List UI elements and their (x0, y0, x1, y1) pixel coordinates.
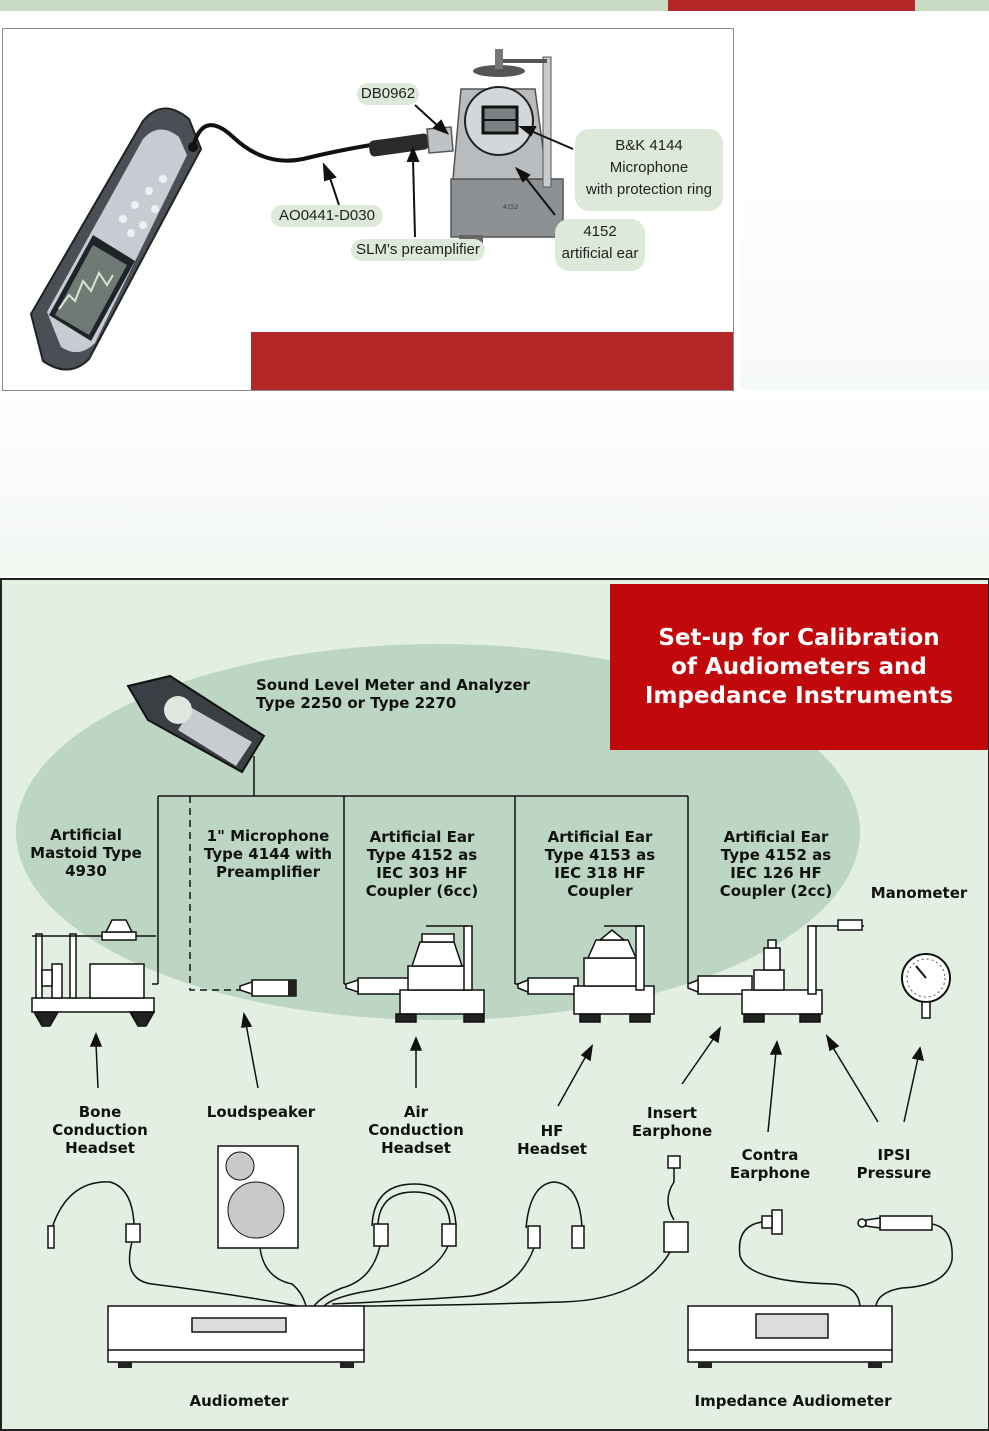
manometer-label: Manometer (870, 884, 968, 902)
cable-connector (188, 142, 198, 152)
air-conduction-headset-illustration (313, 1183, 457, 1307)
microphone-preamp-illustration (239, 979, 297, 997)
setup-diagram-panel: Set-up for Calibration of Audiometers an… (0, 578, 989, 1431)
cable-line (191, 123, 372, 163)
slm-device-illustration (126, 674, 266, 796)
microphone-label: 1" Microphone Type 4144 with Preamplifie… (203, 827, 333, 881)
microphone-dashed-line (189, 796, 248, 991)
artificial-ear-illustration (450, 49, 564, 249)
contra-earphone-label: Contra Earphone (729, 1146, 811, 1182)
insert-earphone-label: Insert Earphone (631, 1104, 713, 1140)
photo-caption-band (251, 332, 733, 390)
callout-adaptor: DB0962 (357, 83, 419, 105)
ear-126-label: Artificial Ear Type 4152 as IEC 126 HF C… (719, 828, 833, 900)
hf-headset-label: HF Headset (517, 1122, 587, 1158)
impedance-audiometer-label: Impedance Audiometer (694, 1392, 892, 1410)
loudspeaker-illustration (217, 1145, 307, 1307)
ipsi-probe-illustration (857, 1215, 953, 1307)
artificial-ear-126-illustration (687, 919, 864, 1023)
impedance-audiometer-illustration (687, 1305, 893, 1368)
callout-artificial-ear: 4152 artificial ear (555, 219, 645, 271)
slm-label: Sound Level Meter and Analyzer Type 2250… (256, 676, 530, 712)
callout-preamplifier: SLM's preamplifier (351, 239, 485, 261)
artificial-ear-318-illustration (517, 925, 655, 1023)
pointer-arrows (89, 1011, 925, 1133)
artificial-mastoid-illustration (31, 919, 156, 1027)
photo-illustration: 4152 (29, 49, 574, 371)
insert-earphone-illustration (341, 1155, 689, 1307)
artificial-ear-303-illustration (345, 925, 485, 1023)
background-fade-lower (0, 390, 989, 576)
callout-arrows (322, 104, 574, 238)
ear-303-label: Artificial Ear Type 4152 as IEC 303 HF C… (365, 828, 479, 900)
hf-headset-illustration (331, 1181, 585, 1305)
calibration-photo-panel: 4152 AO0441-D030 DB0962 SLM's preamplifi… (2, 28, 734, 391)
diagram-title: Set-up for Calibration of Audiometers an… (610, 584, 988, 750)
top-band-accent (668, 0, 915, 11)
loudspeaker-label: Loudspeaker (206, 1103, 316, 1121)
air-conduction-label: Air Conduction Headset (368, 1103, 464, 1157)
callout-microphone: B&K 4144 Microphone with protection ring (575, 129, 723, 211)
audiometer-label: Audiometer (189, 1392, 289, 1410)
audiometer-illustration (107, 1305, 365, 1368)
ear-318-label: Artificial Ear Type 4153 as IEC 318 HF C… (544, 828, 656, 900)
callout-cable: AO0441-D030 (271, 205, 383, 227)
contra-earphone-illustration (738, 1209, 861, 1307)
bone-conduction-headset-illustration (47, 1181, 299, 1307)
top-band (0, 0, 989, 11)
ear-plate-label: 4152 (503, 204, 518, 211)
slm-connection-lines (152, 795, 696, 985)
sound-level-meter-illustration (29, 107, 203, 371)
bone-conduction-label: Bone Conduction Headset (52, 1103, 148, 1157)
mastoid-label: Artificial Mastoid Type 4930 (30, 826, 142, 880)
ipsi-pressure-label: IPSI Pressure (856, 1146, 932, 1182)
manometer-illustration (901, 953, 951, 1019)
